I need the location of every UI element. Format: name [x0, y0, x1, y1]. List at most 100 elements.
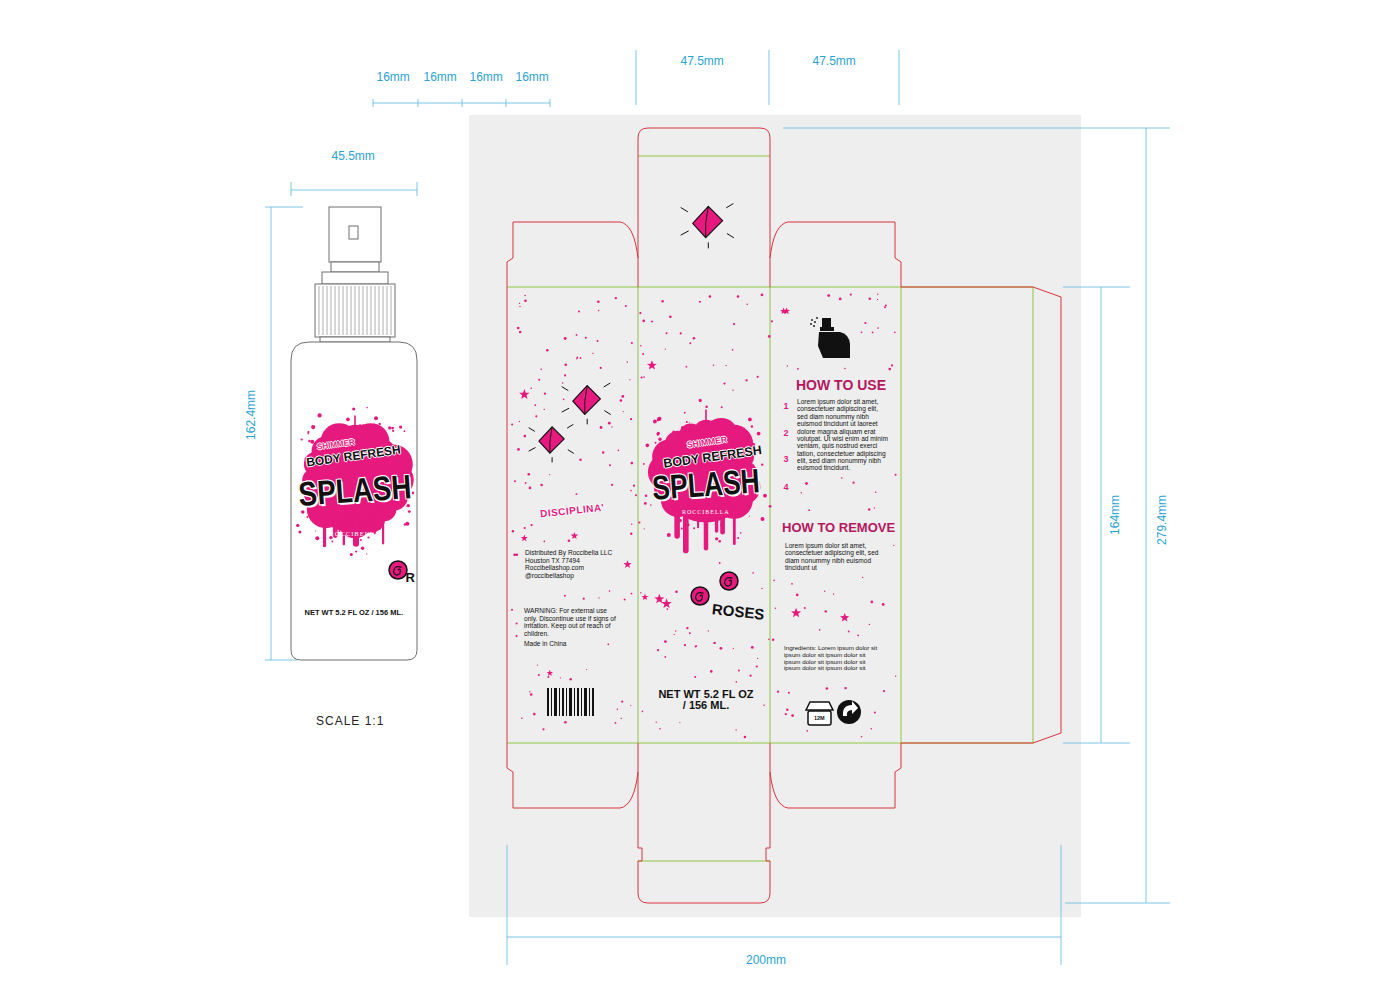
paint-spatter [404, 523, 406, 525]
glitter-dot [894, 332, 896, 334]
glitter-dot [583, 598, 585, 600]
glitter-dot [608, 422, 611, 425]
paint-spatter [404, 430, 406, 432]
paint-spatter [657, 454, 658, 455]
glitter-dot [771, 320, 773, 322]
paint-spatter [737, 537, 739, 539]
paint-spatter [350, 553, 353, 556]
origin-text: Made in China [524, 640, 567, 648]
spray-hand-icon [810, 317, 850, 358]
glitter-dot [580, 357, 582, 359]
glitter-dot [524, 295, 526, 297]
glitter-dot [844, 368, 846, 370]
glitter-dot [841, 477, 843, 479]
sparkle-stroke [587, 419, 588, 424]
recycle-icon [837, 700, 861, 724]
paint-spatter [307, 431, 309, 433]
glitter-dot [538, 674, 540, 676]
step-number: 4 [784, 482, 789, 492]
paint-spatter [298, 531, 301, 534]
glitter-dot [844, 687, 846, 689]
glitter-dot [883, 690, 885, 692]
usage-steps: Lorem ipsum dolor sit amet, consectetuer… [797, 398, 889, 472]
paint-spatter [301, 438, 303, 440]
paint-spatter [399, 426, 402, 429]
scent-name: ROSES [711, 600, 765, 623]
glitter-dot [519, 331, 522, 334]
paint-spatter [391, 427, 394, 430]
glitter-dot [641, 376, 643, 378]
glitter-dot [537, 664, 538, 665]
glitter-dot [542, 728, 544, 730]
sparkle-stroke [604, 383, 610, 387]
sparkle-stroke [562, 387, 568, 391]
warning-text: WARNING: For external use only. Disconti… [524, 607, 620, 637]
paint-spatter [740, 532, 742, 534]
paint-spatter [689, 422, 690, 423]
glitter-dot [895, 474, 897, 476]
glitter-dot [531, 524, 533, 526]
paint-spatter [646, 444, 650, 448]
paint-spatter [408, 510, 411, 513]
product-name: SPLASH [297, 467, 413, 514]
glitter-dot [888, 368, 891, 371]
glitter-dot [806, 730, 808, 732]
glitter-dot [705, 406, 708, 409]
star-sparkle [519, 389, 529, 399]
glitter-dot [598, 597, 599, 598]
paint-drip [354, 416, 356, 432]
glitter-dot [733, 648, 734, 649]
sparkle-stroke [681, 208, 688, 212]
paint-spatter [658, 438, 661, 441]
paint-drip [705, 410, 707, 426]
glitter-dot [763, 704, 765, 706]
paint-spatter [761, 463, 763, 465]
product-name: SPLASH [651, 461, 761, 508]
star-sparkle [783, 307, 790, 314]
glitter-dot [723, 383, 725, 385]
paint-spatter [653, 420, 657, 424]
rose-doodle [394, 567, 402, 575]
paint-spatter [684, 412, 686, 414]
glitter-dot [775, 608, 777, 610]
glitter-dot [853, 482, 855, 484]
paint-spatter [355, 550, 357, 552]
glitter-dot [850, 294, 852, 296]
glitter-dot [519, 421, 520, 422]
glitter-dot [546, 349, 549, 352]
glitter-dot [826, 687, 829, 690]
dimension: 200mm [746, 954, 786, 968]
glitter-dot [720, 647, 723, 650]
glitter-dot [736, 681, 738, 683]
paint-spatter [315, 530, 316, 531]
paint-drip [704, 509, 709, 548]
glitter-dot [642, 320, 645, 323]
pao-mark: 12M [814, 715, 825, 721]
dimension: 45.5mm [332, 150, 375, 164]
glitter-dot [665, 348, 666, 349]
scent-name: R [406, 571, 415, 586]
dimension-lines [265, 50, 1170, 965]
paint-spatter [681, 426, 684, 429]
cap-ribs [319, 286, 391, 335]
paint-spatter [643, 463, 645, 465]
glitter-dot [785, 713, 787, 715]
section-heading: HOW TO REMOVE [782, 521, 895, 536]
paint-spatter [352, 407, 355, 410]
glitter-dot [797, 368, 799, 370]
paint-spatter [657, 417, 661, 421]
paint-spatter [366, 407, 368, 409]
paint-spatter [362, 424, 365, 427]
glitter-dot [586, 669, 587, 670]
paint-spatter [717, 423, 719, 425]
glitter-dot [791, 714, 794, 717]
glitter-dot [515, 635, 517, 637]
star-sparkle [642, 593, 649, 600]
glitter-dot [576, 493, 578, 495]
paint-spatter [360, 539, 362, 541]
glitter-dot [788, 692, 790, 694]
glitter-dot [791, 583, 793, 585]
paint-drip [382, 518, 384, 543]
glitter-dot [564, 374, 566, 376]
